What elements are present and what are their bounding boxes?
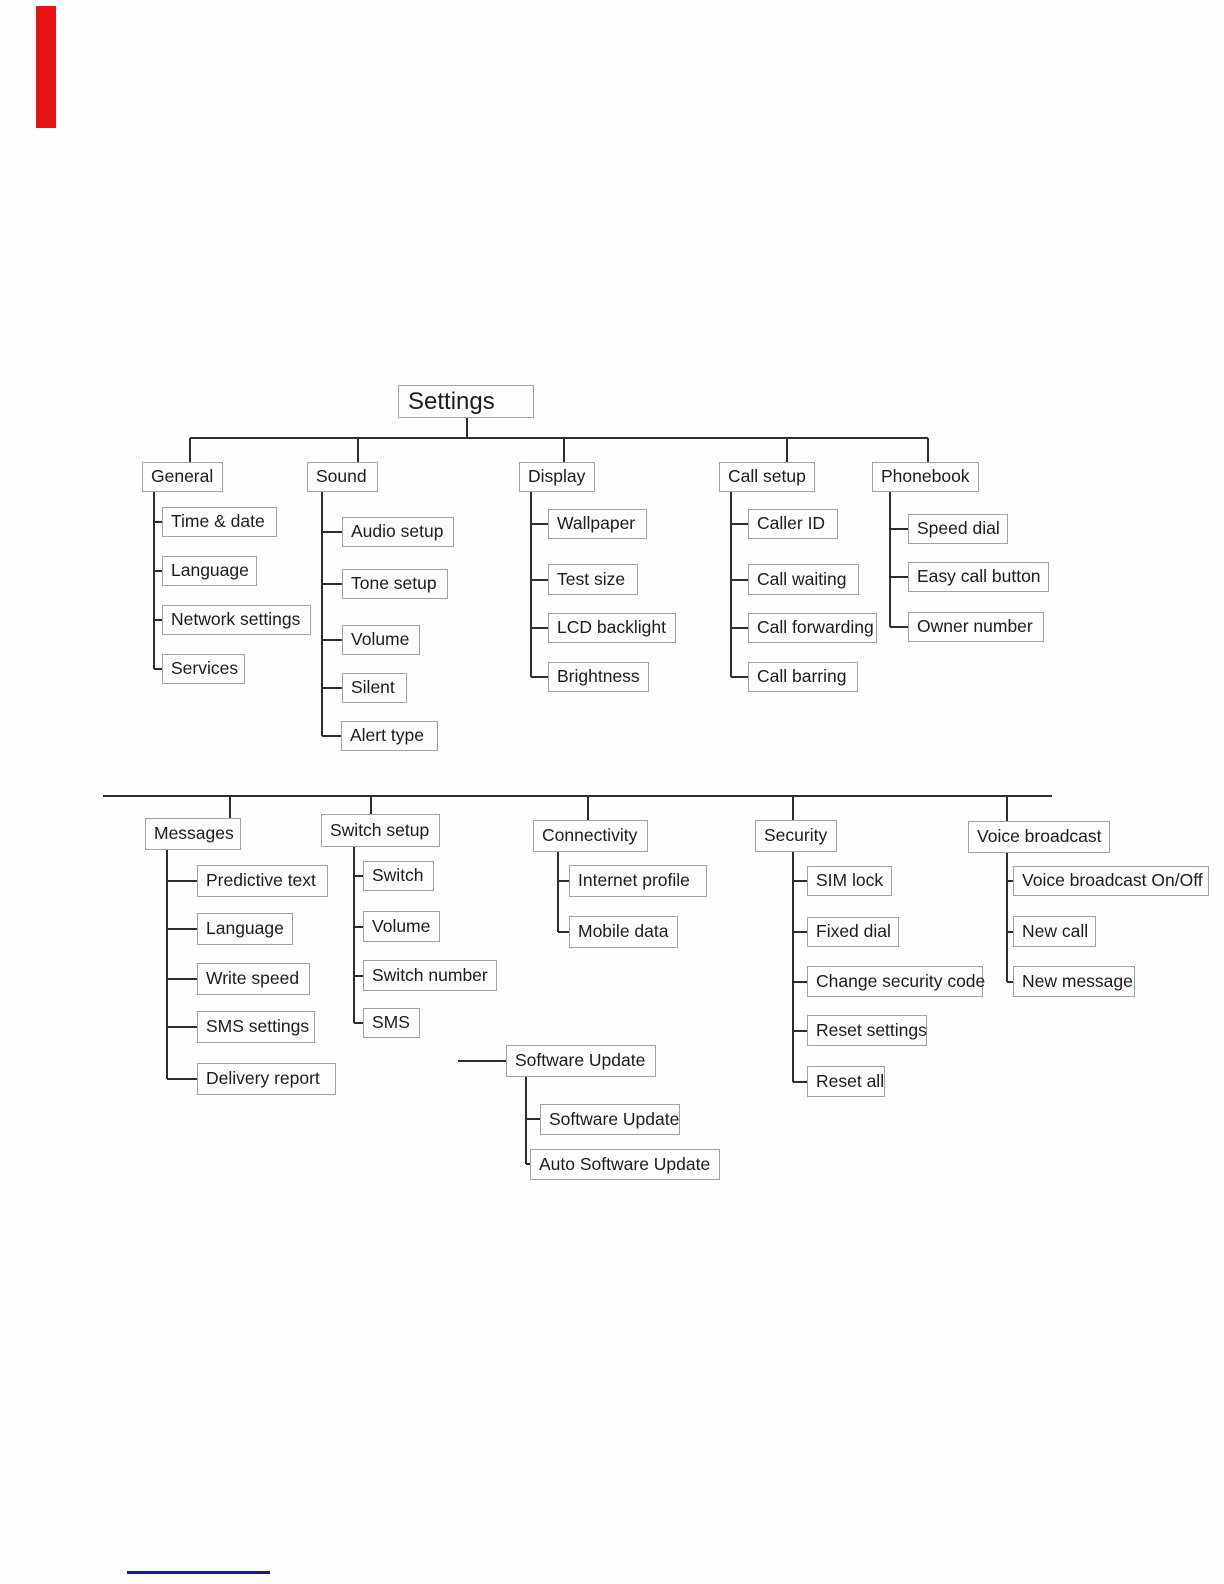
node-reset-all: Reset all — [807, 1066, 885, 1097]
red-margin-mark — [36, 6, 56, 128]
node-call-forwarding: Call forwarding — [748, 613, 877, 643]
node-easy-call-button: Easy call button — [908, 562, 1049, 592]
node-switch-number: Switch number — [363, 960, 497, 991]
node-mobile-data: Mobile data — [569, 916, 678, 948]
node-sim-lock: SIM lock — [807, 866, 892, 896]
node-alert-type: Alert type — [341, 721, 438, 751]
node-phonebook: Phonebook — [872, 462, 979, 492]
node-connectivity: Connectivity — [533, 820, 648, 852]
node-fixed-dial: Fixed dial — [807, 917, 899, 947]
node-settings: Settings — [398, 385, 534, 418]
node-general: General — [142, 462, 223, 492]
node-software-update-child: Software Update — [540, 1104, 680, 1135]
node-voice-broadcast-on-off: Voice broadcast On/Off — [1013, 866, 1209, 896]
node-sound-volume: Volume — [342, 625, 420, 655]
node-wallpaper: Wallpaper — [548, 509, 647, 539]
node-display: Display — [519, 462, 595, 492]
node-audio-setup: Audio setup — [342, 517, 454, 547]
node-brightness: Brightness — [548, 662, 649, 692]
node-network-settings: Network settings — [162, 605, 311, 635]
node-voice-broadcast: Voice broadcast — [968, 821, 1110, 853]
node-call-setup: Call setup — [719, 462, 815, 492]
node-new-message: New message — [1013, 966, 1135, 997]
node-switch-volume: Volume — [363, 911, 440, 942]
node-call-waiting: Call waiting — [748, 564, 859, 595]
node-security: Security — [755, 820, 837, 852]
node-sms: SMS — [363, 1008, 420, 1038]
node-messages-language: Language — [197, 913, 293, 945]
node-sound: Sound — [307, 462, 378, 492]
node-delivery-report: Delivery report — [197, 1063, 336, 1095]
node-switch-setup: Switch setup — [321, 814, 440, 847]
node-internet-profile: Internet profile — [569, 865, 707, 897]
footer-link-line — [127, 1571, 270, 1574]
node-write-speed: Write speed — [197, 963, 310, 995]
node-services: Services — [162, 654, 245, 684]
node-change-security-code: Change security code — [807, 966, 985, 997]
node-test-size: Test size — [548, 564, 638, 595]
node-owner-number: Owner number — [908, 612, 1044, 642]
node-sms-settings: SMS settings — [197, 1011, 315, 1043]
node-messages: Messages — [145, 818, 241, 850]
node-speed-dial: Speed dial — [908, 514, 1008, 544]
node-silent: Silent — [342, 673, 407, 703]
node-software-update: Software Update — [506, 1045, 656, 1077]
node-language: Language — [162, 556, 257, 586]
node-call-barring: Call barring — [748, 662, 858, 692]
node-new-call: New call — [1013, 916, 1096, 947]
node-tone-setup: Tone setup — [342, 569, 448, 599]
node-lcd-backlight: LCD backlight — [548, 613, 676, 643]
node-predictive-text: Predictive text — [197, 865, 328, 897]
node-auto-software-update: Auto Software Update — [530, 1149, 720, 1180]
node-switch: Switch — [363, 861, 434, 891]
node-time-date: Time & date — [162, 507, 277, 537]
node-caller-id: Caller ID — [748, 509, 838, 539]
node-reset-settings: Reset settings — [807, 1015, 927, 1046]
